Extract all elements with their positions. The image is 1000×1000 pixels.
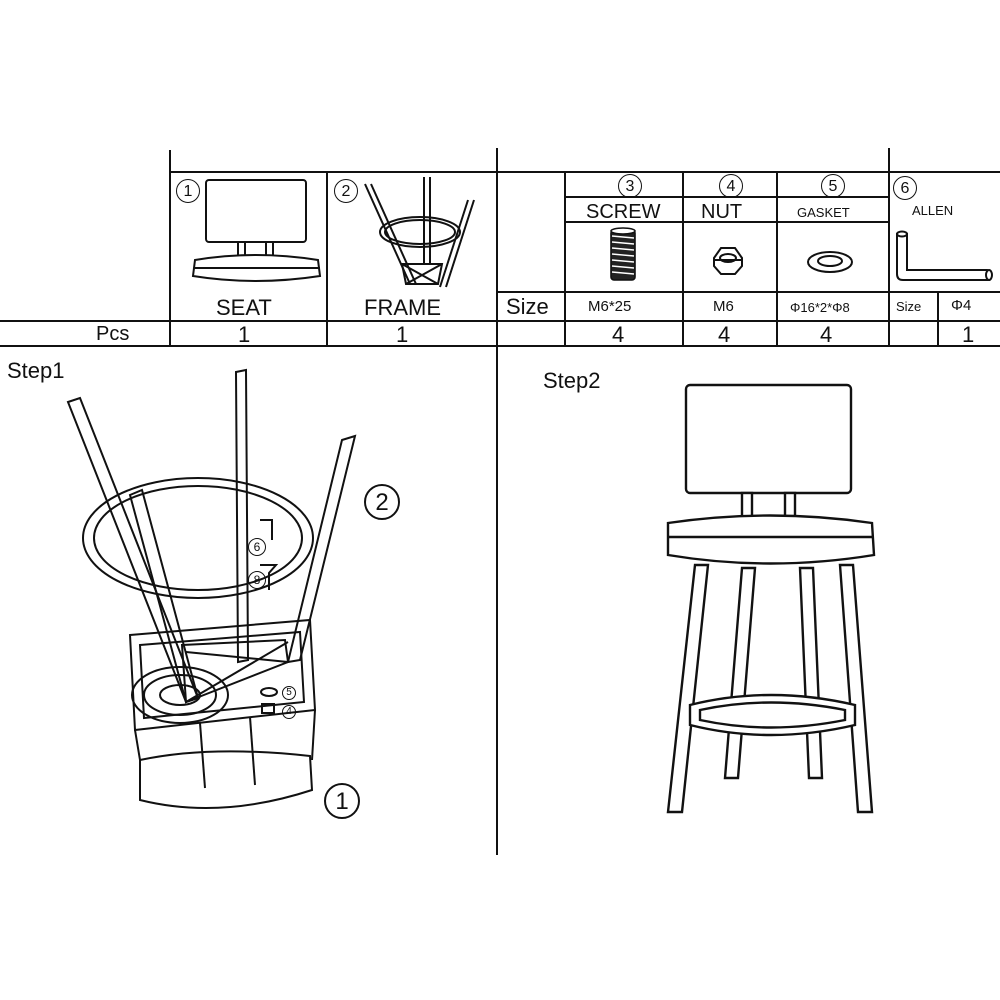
step2-title: Step2 [543,368,601,393]
step1-callout: 6 [248,538,266,556]
hardware-name: SCREW [586,201,661,223]
seat-icon [191,179,322,282]
screw-icon [610,227,636,281]
part-number-badge: 3 [618,174,642,198]
step1-callout: 1 [324,783,360,819]
hardware-name: NUT [701,201,743,223]
hardware-size: M6*25 [588,298,632,315]
part-number-badge: 5 [821,174,845,198]
gasket-icon [807,251,853,273]
hardware-name: GASKET [797,205,850,220]
step1-exploded-drawing [66,368,357,809]
step1-callout: 8 [248,571,266,589]
step1-callout: 2 [364,484,400,520]
hardware-size: Φ16*2*Φ8 [790,300,850,315]
size-label: Size [506,294,549,319]
hardware-size: M6 [713,298,734,315]
step2-assembled-stool [666,383,876,814]
pcs-label: Pcs [96,323,130,345]
quantity: 4 [612,322,625,347]
quantity: 1 [962,322,975,347]
frame-icon [364,177,475,288]
step1-callout: 4 [282,705,296,719]
size-label: Size [896,299,922,314]
step1-title: Step1 [7,358,65,383]
part-number-badge: 6 [893,176,917,200]
part-number-badge: 4 [719,174,743,198]
hardware-size: Φ4 [951,297,972,314]
quantity: 1 [238,322,251,347]
quantity: 1 [396,322,409,347]
hardware-name: ALLEN [912,203,954,218]
quantity: 4 [820,322,833,347]
part-name: SEAT [216,295,272,320]
quantity: 4 [718,322,731,347]
allen-key-icon [896,230,993,281]
part-number-badge: 2 [334,179,358,203]
step1-callout: 5 [282,686,296,700]
nut-icon [713,247,743,275]
part-name: FRAME [364,295,441,320]
part-number-badge: 1 [176,179,200,203]
